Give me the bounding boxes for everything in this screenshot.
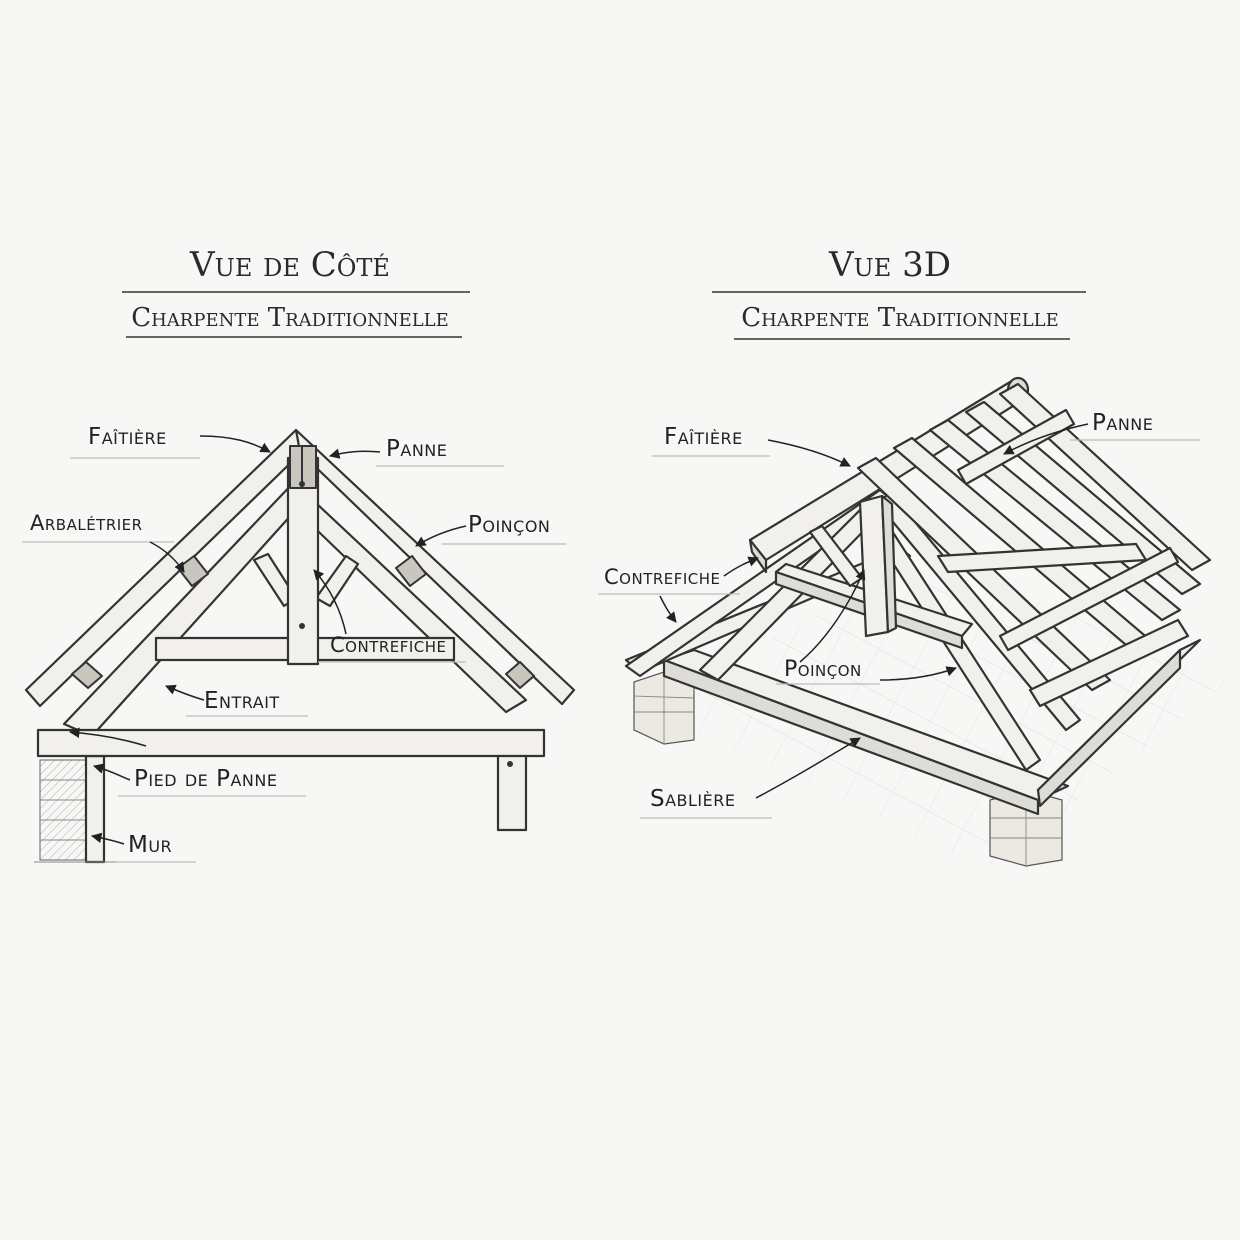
side-view-drawing — [24, 428, 576, 864]
label-poincon-right: Poinçon — [784, 657, 862, 682]
purlin-block-top-right — [301, 445, 317, 489]
purlin-block-right — [395, 555, 427, 587]
left-header: Vue de Côté Charpente Traditionnelle — [122, 245, 470, 338]
side-view-labels: Faîtière Panne Arbalétrier Poinçon Contr… — [22, 424, 566, 863]
pier-front — [989, 789, 1063, 867]
left-title: Vue de Côté — [189, 245, 390, 285]
rafter-right-outer — [294, 428, 576, 706]
label-entrait: Entrait — [204, 688, 280, 714]
right-subtitle: Charpente Traditionnelle — [741, 303, 1059, 333]
label-faitiere-left: Faîtière — [88, 424, 167, 450]
purlin-block-low-left — [71, 661, 103, 689]
purlin-block-low-right — [505, 661, 535, 689]
label-panne-left: Panne — [386, 436, 447, 462]
iso-floor — [630, 560, 1230, 870]
right-header: Vue 3D Charpente Traditionnelle — [712, 245, 1086, 340]
label-mur: Mur — [128, 832, 172, 858]
label-panne-right: Panne — [1092, 410, 1153, 436]
strut-right — [314, 554, 360, 608]
label-arbaletrier: Arbalétrier — [30, 511, 143, 535]
label-contrefiche-right: Contrefiche — [604, 565, 721, 589]
tie-beam — [36, 728, 546, 758]
label-pied-de-panne: Pied de Panne — [134, 766, 277, 792]
label-contrefiche-left: Contrefiche — [330, 633, 447, 657]
iso-view-labels: Faîtière Panne Contrefiche Poinçon Sabli… — [598, 410, 1200, 819]
left-subtitle: Charpente Traditionnelle — [131, 303, 449, 333]
iso-view-drawing — [624, 376, 1230, 870]
right-title: Vue 3D — [828, 245, 951, 285]
label-faitiere-right: Faîtière — [664, 424, 743, 450]
iso-purlins — [936, 408, 1190, 708]
label-poincon-left: Poinçon — [468, 512, 550, 538]
label-sabliere: Sablière — [650, 786, 736, 812]
purlin-block-left — [177, 555, 209, 587]
